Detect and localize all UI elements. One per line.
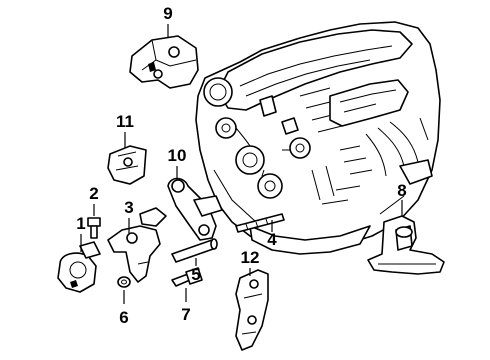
part-8-right-mount: [367, 200, 445, 275]
callout-3: 3: [124, 198, 133, 217]
part-11-bracket: [107, 132, 147, 185]
callout-9: 9: [163, 4, 172, 23]
callout-4: 4: [267, 230, 277, 249]
part-6-nut: [117, 276, 131, 304]
callout-2: 2: [89, 184, 98, 203]
engine-assembly: [195, 21, 441, 255]
part-2-bolt: [87, 204, 101, 239]
callout-11: 11: [116, 112, 134, 131]
callout-5: 5: [191, 265, 200, 284]
part-9-upper-mount: [129, 24, 199, 89]
callout-10: 10: [168, 146, 187, 165]
part-4-stud: [235, 213, 285, 233]
callout-1: 1: [76, 214, 85, 233]
callout-7: 7: [181, 305, 190, 324]
callout-8: 8: [397, 181, 406, 200]
part-7-bolt: [171, 267, 203, 302]
callout-6: 6: [119, 308, 128, 327]
part-12-lower-bracket: [235, 268, 269, 351]
part-5-spacer: [171, 238, 218, 266]
part-1-lower-mount: [57, 234, 101, 293]
part-3-bracket: [107, 207, 167, 283]
part-10-torque-strut: [167, 166, 223, 241]
callout-12: 12: [241, 248, 260, 267]
